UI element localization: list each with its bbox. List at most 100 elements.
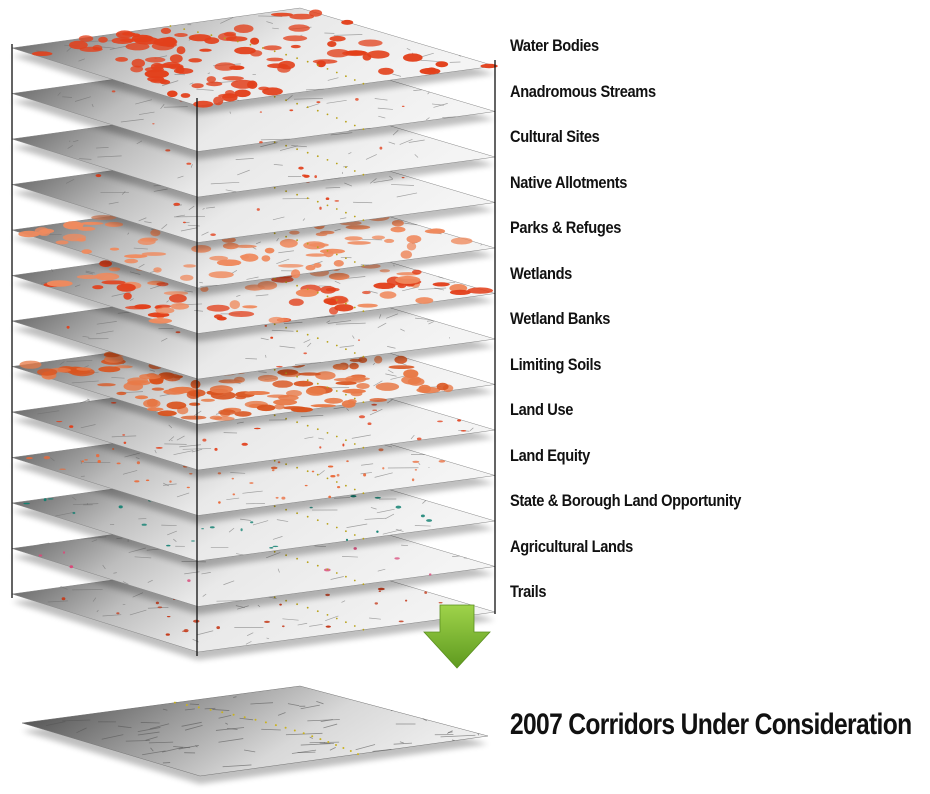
road-dot: [353, 625, 356, 627]
road-dot: [335, 299, 338, 301]
map-texture-mark: [38, 542, 50, 546]
result-texture-mark: [142, 750, 166, 756]
map-texture-mark: [231, 270, 238, 274]
result-texture-mark: [309, 736, 313, 739]
map-texture-mark: [348, 152, 352, 155]
map-texture-mark: [388, 141, 396, 145]
layer-feature-mark: [143, 399, 161, 408]
result-texture-mark: [140, 722, 160, 724]
result-texture-mark: [239, 717, 254, 721]
layer-feature-mark: [210, 233, 216, 236]
layer-feature-mark: [314, 175, 318, 179]
layer-feature-mark: [376, 530, 379, 533]
layer-feature-mark: [319, 206, 322, 210]
layer-feature-mark: [342, 443, 345, 447]
layer-feature-mark: [460, 430, 467, 432]
layer-feature-mark: [31, 51, 53, 56]
road-dot: [326, 477, 329, 480]
layer-feature-mark: [480, 63, 498, 69]
layer-feature-mark: [436, 382, 449, 391]
layer-feature-mark: [244, 391, 270, 395]
road-dot: [197, 31, 199, 33]
layer-feature-mark: [180, 274, 194, 281]
map-texture-mark: [260, 337, 269, 341]
road-dot: [261, 47, 264, 49]
map-texture-mark: [210, 181, 240, 185]
road-dot: [362, 264, 365, 267]
layer-feature-mark: [173, 202, 181, 206]
map-texture-mark: [51, 268, 54, 272]
road-dot: [209, 708, 212, 711]
result-texture-mark: [137, 727, 161, 733]
map-texture-mark: [272, 27, 279, 30]
map-texture-mark: [240, 518, 251, 521]
road-dot: [316, 428, 319, 431]
road-dot: [362, 492, 365, 495]
map-texture-mark: [325, 615, 339, 622]
result-texture-mark: [300, 704, 320, 710]
layer-feature-mark: [378, 590, 381, 592]
layer-label: Water Bodies: [510, 36, 599, 55]
map-texture-mark: [173, 450, 194, 456]
layer-feature-mark: [412, 460, 420, 463]
map-texture-mark: [361, 463, 374, 466]
layer-feature-mark: [362, 53, 372, 61]
layer-feature-mark: [405, 599, 408, 602]
map-texture-mark: [111, 377, 125, 379]
map-texture-mark: [71, 380, 99, 384]
map-texture-mark: [252, 520, 269, 526]
layer-feature-mark: [56, 421, 63, 423]
layer-feature-mark: [415, 297, 434, 304]
layer-feature-mark: [193, 619, 200, 623]
road-dot: [326, 159, 329, 161]
road-dot: [311, 735, 314, 738]
road-dot: [362, 583, 365, 586]
layer-feature-mark: [115, 30, 134, 39]
layer-feature-mark: [333, 377, 360, 382]
layer-feature-mark: [346, 460, 349, 463]
road-dot: [326, 295, 329, 298]
layer-feature-mark: [326, 49, 350, 58]
map-texture-mark: [102, 564, 106, 570]
map-texture-mark: [427, 91, 430, 95]
layer-feature-mark: [241, 442, 248, 446]
layer-feature-mark: [191, 540, 195, 542]
result-texture-mark: [250, 702, 274, 705]
road-dot: [285, 53, 287, 56]
layer-feature-mark: [188, 58, 202, 63]
layer-feature-mark: [101, 280, 126, 285]
map-texture-mark: [200, 285, 218, 287]
layer-feature-mark: [130, 65, 144, 73]
layer-feature-mark: [19, 360, 42, 369]
layer-feature-mark: [225, 36, 248, 42]
layer-feature-mark: [371, 235, 385, 240]
layer-feature-mark: [467, 287, 493, 294]
layer-feature-mark: [363, 473, 367, 477]
map-texture-mark: [129, 298, 134, 301]
map-texture-mark: [135, 99, 152, 105]
road-dot: [345, 257, 347, 260]
layer-feature-mark: [384, 238, 395, 243]
map-texture-mark: [194, 310, 204, 312]
layer-feature-mark: [125, 42, 150, 51]
road-dot: [353, 124, 356, 127]
layer-feature-mark: [288, 24, 310, 32]
map-texture-mark: [196, 630, 214, 636]
map-texture-mark: [134, 556, 152, 559]
road-dot: [183, 28, 186, 30]
layer-feature-mark: [327, 41, 337, 47]
road-dot: [302, 732, 305, 735]
map-texture-mark: [176, 435, 185, 441]
layer-feature-mark: [166, 544, 171, 547]
layer-feature-mark: [170, 303, 190, 310]
layer-label: Wetland Banks: [510, 309, 611, 328]
result-texture-mark: [218, 714, 232, 719]
layer-feature-mark: [123, 292, 132, 300]
layer-feature-mark: [191, 83, 204, 89]
road-dot: [296, 284, 298, 287]
layer-feature-mark: [379, 146, 383, 150]
map-texture-mark: [187, 224, 200, 227]
map-texture-mark: [82, 335, 90, 338]
layer-feature-mark: [450, 237, 473, 245]
result-texture-mark: [399, 741, 404, 744]
